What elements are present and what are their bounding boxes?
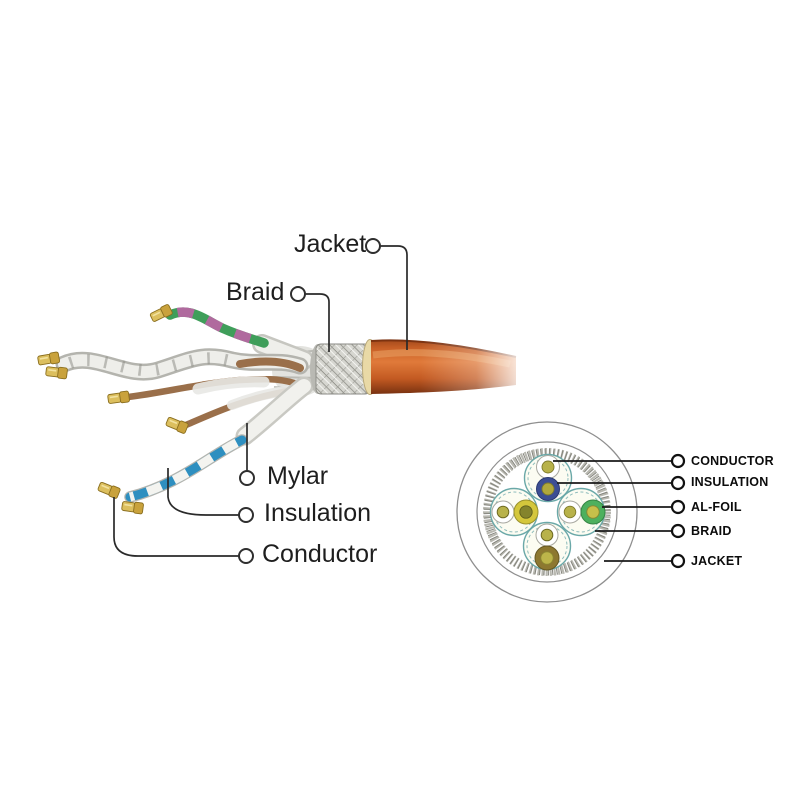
pair-foil-upper-left [36,348,309,381]
wire-pair-left-yellow [489,487,539,537]
pair-b-brown-wire [236,357,304,372]
braid-label-marker [670,523,686,539]
crimp-tip [106,390,131,406]
braid-mesh [310,343,371,395]
pair-a-magenta-wire [168,307,266,348]
crimp-tip [164,415,190,435]
label-conductor: Conductor [262,540,378,568]
label-mylar: Mylar [267,462,329,490]
wire-conductor [586,505,600,519]
label-jacket: Jacket [294,230,367,258]
conductor-label-marker [670,453,686,469]
wire-pair-bottom-brown [522,521,572,571]
mylar-label-marker [239,470,255,486]
cross-section-leader-lines [553,460,671,562]
crimp-tip [44,364,69,380]
crimp-tip [148,303,174,324]
cross-section [456,421,686,603]
conductor-leader-line [113,497,239,557]
wire-conductor [540,528,554,542]
cross-section-label-al-foil: AL-FOIL [691,500,742,514]
jacket-leader-line [380,245,408,350]
wire-conductor [563,505,577,519]
braid-label-marker [290,286,306,302]
cross-section-label-markers [670,453,686,569]
wire-conductor [541,460,555,474]
jacket-label-marker [670,553,686,569]
jacket-fade [420,328,570,402]
insulation-label-marker [238,507,254,523]
al-foil-label-marker [670,499,686,515]
crimp-tip [96,480,122,500]
label-braid: Braid [226,278,285,306]
wire-conductor [496,505,510,519]
cross-section-label-insulation: INSULATION [691,475,769,489]
braid-body [315,343,371,395]
cutaway-leader-lines [113,245,408,557]
jacket-label-marker [365,238,381,254]
cross-section-label-conductor: CONDUCTOR [691,454,774,468]
pair-blue-white [96,376,314,515]
cross-section-label-braid: BRAID [691,524,732,538]
wire-pair-right-green [556,487,606,537]
crimp-tip [120,499,145,515]
pair-d-mylar-highlight [238,379,311,443]
braid-ring [483,448,611,576]
wire-conductor [541,482,555,496]
cutaway-illustration [36,238,570,564]
insulation-leader-line [167,468,239,516]
wire-conductor [540,551,554,565]
pair-c-foil-1 [192,376,270,395]
braid-leader-line [305,293,330,352]
label-insulation: Insulation [264,499,372,527]
insulation-label-marker [670,475,686,491]
cross-section-label-jacket: JACKET [691,554,743,568]
wire-conductor [519,505,533,519]
pair-d-blue-wire [125,435,247,502]
conductor-label-marker [238,548,254,564]
cutaway-label-markers [238,238,381,564]
cross-section-interior [494,459,600,565]
cable-jacket [370,328,570,402]
